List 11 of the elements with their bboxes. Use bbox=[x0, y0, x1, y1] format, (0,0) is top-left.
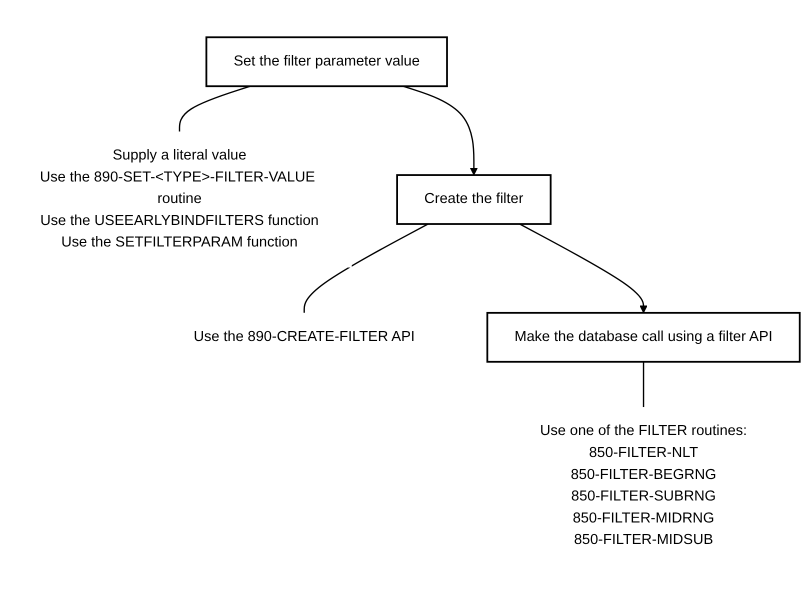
node-box: Make the database call using a filter API bbox=[486, 312, 801, 363]
arrow bbox=[519, 223, 648, 314]
arrow bbox=[402, 85, 478, 176]
connector bbox=[642, 362, 644, 408]
node-text: Use one of the FILTER routines: 850-FILTER-NLT 850-FILTER-BEGRNG 850-FILTER-SUBRNG 850-FILTER-MIDRNG 850-FILTER-MIDSUB bbox=[540, 423, 748, 548]
node-text: Supply a literal value Use the 890-SET-<TYPE>-FILTER-VALUE routine Use the USEEARLYBINDFILTERS function Use the SETFILTERPARAM function bbox=[40, 148, 319, 250]
connector bbox=[178, 85, 250, 132]
node-text: Use the 890-CREATE-FILTER API bbox=[194, 329, 415, 345]
node-box: Set the filter parameter value bbox=[205, 36, 448, 88]
connector bbox=[304, 223, 428, 313]
node-box: Create the filter bbox=[396, 174, 552, 225]
